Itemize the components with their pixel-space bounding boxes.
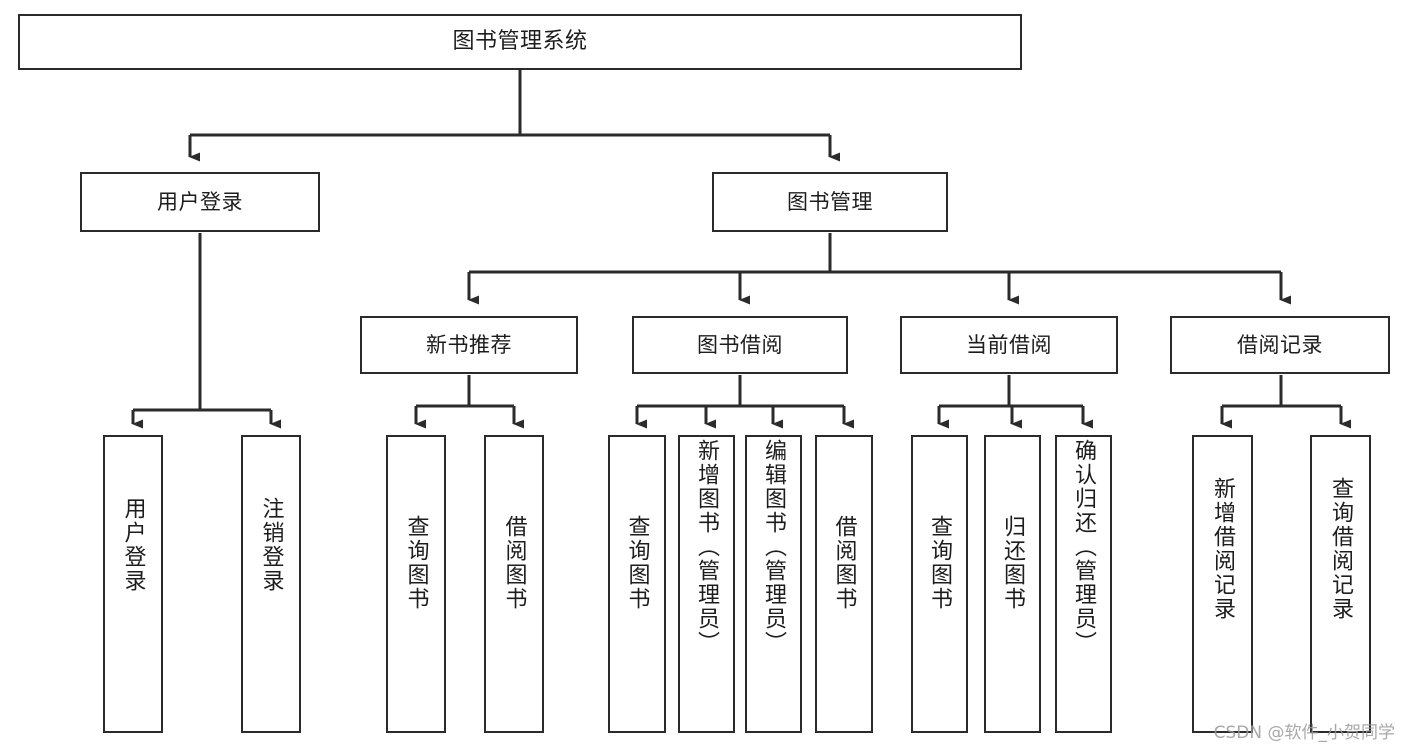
node-leaf-add-book-admin[interactable]: 新增图书（管理员）	[678, 435, 735, 733]
node-new-book-rec-label: 新书推荐	[426, 332, 512, 357]
node-leaf-add-borrow-record-label: 新增借阅记录	[1210, 477, 1236, 621]
node-leaf-query-borrow-record-label: 查询借阅记录	[1328, 477, 1354, 621]
node-leaf-return-book-label: 归还图书	[1000, 515, 1026, 611]
node-leaf-confirm-return-admin-label: 确认归还（管理员）	[1071, 439, 1097, 655]
node-leaf-user-login-label: 用户登录	[120, 497, 146, 593]
node-root-label: 图书管理系统	[452, 29, 588, 55]
node-book-borrow[interactable]: 图书借阅	[632, 316, 848, 374]
node-borrow-record[interactable]: 借阅记录	[1170, 316, 1390, 374]
node-leaf-borrow-book-1-label: 借阅图书	[501, 515, 527, 611]
node-leaf-borrow-book-2-label: 借阅图书	[831, 515, 857, 611]
node-user-login[interactable]: 用户登录	[80, 172, 320, 232]
node-new-book-rec[interactable]: 新书推荐	[360, 316, 578, 374]
node-book-manage[interactable]: 图书管理	[712, 172, 948, 232]
node-book-manage-label: 图书管理	[787, 189, 873, 214]
node-leaf-user-login[interactable]: 用户登录	[103, 435, 163, 733]
node-leaf-logout[interactable]: 注销登录	[241, 435, 301, 733]
node-leaf-edit-book-admin[interactable]: 编辑图书（管理员）	[745, 435, 802, 733]
node-leaf-query-borrow-record[interactable]: 查询借阅记录	[1310, 435, 1371, 733]
node-borrow-record-label: 借阅记录	[1237, 332, 1323, 357]
node-leaf-edit-book-admin-label: 编辑图书（管理员）	[761, 439, 787, 655]
node-leaf-borrow-book-1[interactable]: 借阅图书	[484, 435, 544, 733]
node-leaf-query-book-2[interactable]: 查询图书	[608, 435, 666, 733]
node-leaf-return-book[interactable]: 归还图书	[984, 435, 1041, 733]
node-leaf-logout-label: 注销登录	[258, 497, 284, 593]
node-user-login-label: 用户登录	[157, 189, 243, 214]
node-book-borrow-label: 图书借阅	[697, 332, 783, 357]
watermark-text: CSDN @软件_小贺同学	[1213, 723, 1395, 743]
node-leaf-add-borrow-record[interactable]: 新增借阅记录	[1192, 435, 1253, 733]
node-leaf-borrow-book-2[interactable]: 借阅图书	[815, 435, 873, 733]
node-leaf-query-book-3[interactable]: 查询图书	[911, 435, 968, 733]
node-current-borrow-label: 当前借阅	[966, 332, 1052, 357]
node-leaf-query-book-1[interactable]: 查询图书	[386, 435, 446, 733]
node-leaf-query-book-2-label: 查询图书	[624, 515, 650, 611]
node-current-borrow[interactable]: 当前借阅	[900, 316, 1118, 374]
node-leaf-add-book-admin-label: 新增图书（管理员）	[694, 439, 720, 655]
node-leaf-confirm-return-admin[interactable]: 确认归还（管理员）	[1055, 435, 1112, 733]
node-root[interactable]: 图书管理系统	[18, 14, 1022, 70]
node-leaf-query-book-1-label: 查询图书	[403, 515, 429, 611]
node-leaf-query-book-3-label: 查询图书	[927, 515, 953, 611]
